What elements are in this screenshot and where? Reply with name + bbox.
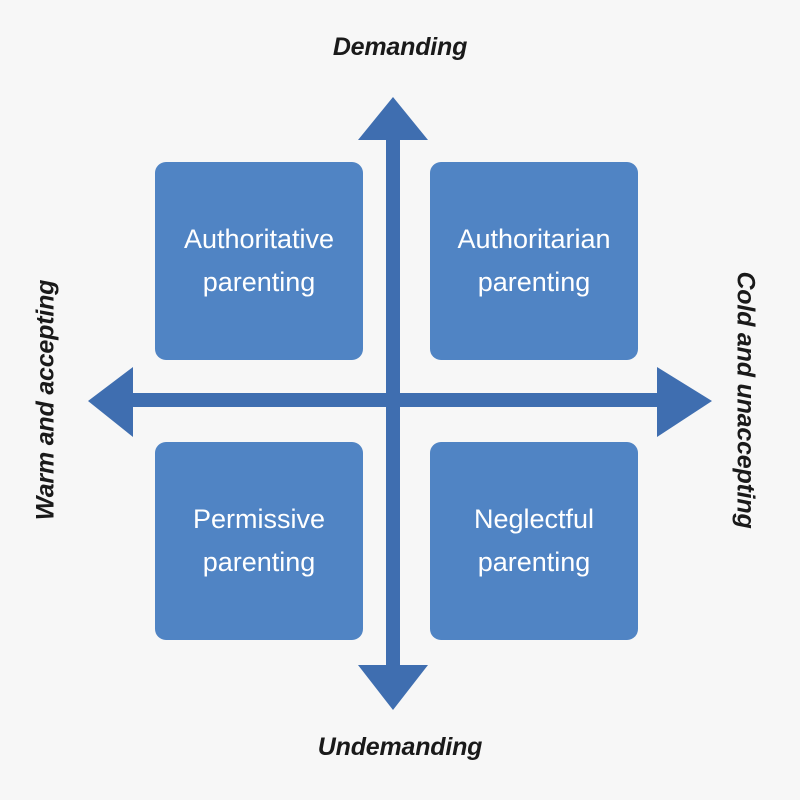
- quadrant-label-line1: Authoritative: [183, 224, 335, 254]
- arrow-down-icon: [358, 400, 428, 710]
- quadrant-label: Authoritarian parenting: [457, 218, 610, 304]
- quadrant-authoritarian[interactable]: Authoritarian parenting: [430, 162, 638, 360]
- arrow-up-icon: [358, 97, 428, 400]
- quadrant-label: Authoritative parenting: [184, 218, 334, 304]
- quadrant-label-line2: parenting: [202, 267, 316, 297]
- arrow-right-icon: [393, 367, 712, 437]
- axis-label-bottom: Undemanding: [317, 733, 483, 761]
- quadrant-label-line2: parenting: [477, 267, 591, 297]
- quadrant-label-line1: Authoritarian: [457, 224, 611, 254]
- quadrant-label-line1: Permissive: [192, 504, 326, 534]
- quadrant-neglectful[interactable]: Neglectful parenting: [430, 442, 638, 640]
- quadrant-permissive[interactable]: Permissive parenting: [155, 442, 363, 640]
- quadrant-label-line2: parenting: [202, 547, 316, 577]
- quadrant-label-line2: parenting: [477, 547, 591, 577]
- arrow-left-icon: [88, 367, 393, 437]
- quadrant-label: Permissive parenting: [193, 498, 325, 584]
- quadrant-label-line1: Neglectful: [473, 504, 595, 534]
- axis-label-right: Cold and unaccepting: [731, 271, 760, 529]
- axis-label-top: Demanding: [332, 33, 468, 61]
- quadrant-authoritative[interactable]: Authoritative parenting: [155, 162, 363, 360]
- quadrant-label: Neglectful parenting: [474, 498, 594, 584]
- axis-label-left: Warm and accepting: [31, 279, 60, 521]
